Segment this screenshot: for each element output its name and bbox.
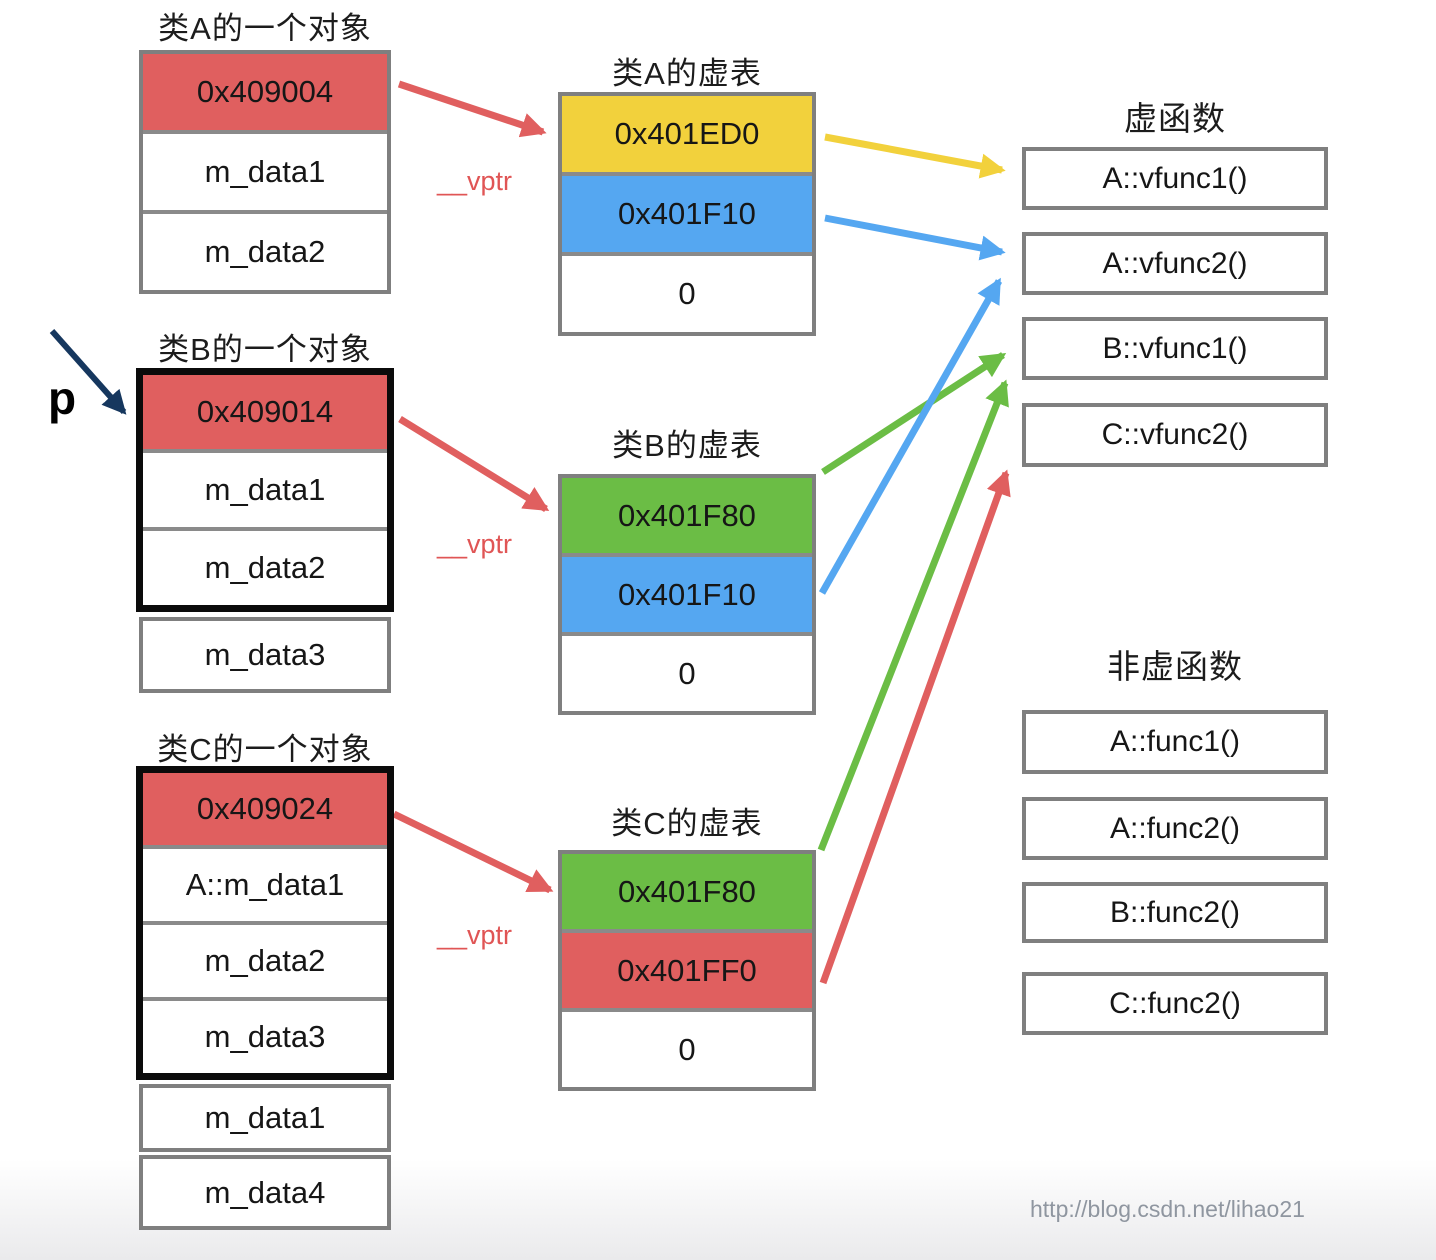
- vtable-c-box: 0x401F80 0x401FF0 0: [558, 850, 816, 1091]
- vtable-b-slot1-cell: 0x401F80: [562, 478, 812, 553]
- object-c-member-cell: m_data1: [143, 1088, 387, 1148]
- vtable-a-slot2-arrow: [824, 214, 1006, 261]
- nonvirtual-function-box: B::func2(): [1022, 882, 1328, 943]
- nonvirtual-function-box: A::func1(): [1022, 710, 1328, 774]
- vptr-label-a: __vptr: [437, 166, 513, 196]
- object-b-member-cell: m_data2: [143, 527, 387, 605]
- object-c-extra-box: m_data1: [139, 1084, 391, 1152]
- virtual-function-box: A::vfunc2(): [1022, 232, 1328, 295]
- vtable-b-slot2-cell: 0x401F10: [562, 553, 812, 632]
- object-a-member-cell: m_data2: [143, 210, 387, 290]
- nonvirtual-functions-title: 非虚函数: [1107, 648, 1243, 685]
- vtable-c-slot2-arrow: [819, 469, 1011, 985]
- object-b-title: 类B的一个对象: [158, 332, 372, 367]
- pointer-p-label: p: [48, 372, 77, 424]
- vtable-a-null-cell: 0: [562, 252, 812, 332]
- object-a-box: 0x409004 m_data1 m_data2: [139, 50, 391, 294]
- object-b-extra-box: m_data3: [139, 617, 391, 693]
- vptr-arrow-c: [392, 810, 554, 894]
- nonvirtual-function-box: A::func2(): [1022, 797, 1328, 860]
- vtable-a-box: 0x401ED0 0x401F10 0: [558, 92, 816, 336]
- virtual-function-box: B::vfunc1(): [1022, 317, 1328, 380]
- vptr-arrow-a: [397, 80, 547, 138]
- object-c-title: 类C的一个对象: [157, 732, 373, 767]
- object-c-member-cell: m_data2: [143, 921, 387, 997]
- object-c-member-cell: m_data4: [143, 1159, 387, 1226]
- object-c-extra-box: m_data4: [139, 1155, 391, 1230]
- virtual-functions-title: 虚函数: [1124, 100, 1226, 137]
- vptr-arrow-b: [398, 416, 550, 512]
- nonvirtual-function-box: C::func2(): [1022, 972, 1328, 1035]
- object-a-title: 类A的一个对象: [158, 11, 372, 46]
- object-b-box: 0x409014 m_data1 m_data2: [136, 368, 394, 612]
- object-c-member-cell: A::m_data1: [143, 845, 387, 921]
- object-c-box: 0x409024 A::m_data1 m_data2 m_data3: [136, 766, 394, 1080]
- vtable-c-slot1-arrow: [817, 379, 1009, 852]
- watermark: http://blog.csdn.net/lihao21: [1030, 1196, 1305, 1222]
- object-b-vptr-cell: 0x409014: [143, 375, 387, 449]
- vtable-c-title: 类C的虚表: [611, 806, 763, 841]
- vtable-a-slot1-cell: 0x401ED0: [562, 96, 812, 172]
- vtable-c-null-cell: 0: [562, 1008, 812, 1087]
- object-a-vptr-cell: 0x409004: [143, 54, 387, 130]
- vtable-b-box: 0x401F80 0x401F10 0: [558, 474, 816, 715]
- virtual-function-box: A::vfunc1(): [1022, 147, 1328, 210]
- vptr-label-b: __vptr: [437, 529, 513, 559]
- vtable-c-slot2-cell: 0x401FF0: [562, 929, 812, 1008]
- vtable-c-slot1-cell: 0x401F80: [562, 854, 812, 929]
- object-a-member-cell: m_data1: [143, 130, 387, 210]
- vtable-a-slot2-cell: 0x401F10: [562, 172, 812, 252]
- vtable-b-title: 类B的虚表: [612, 428, 762, 463]
- object-c-vptr-cell: 0x409024: [143, 773, 387, 845]
- vtable-b-slot2-arrow: [818, 277, 1003, 595]
- object-c-member-cell: m_data3: [143, 997, 387, 1073]
- object-b-member-cell: m_data1: [143, 449, 387, 527]
- vtable-b-null-cell: 0: [562, 632, 812, 711]
- object-b-member-cell: m_data3: [143, 621, 387, 689]
- virtual-function-box: C::vfunc2(): [1022, 403, 1328, 467]
- vtable-a-title: 类A的虚表: [612, 56, 762, 91]
- vtable-b-slot1-arrow: [821, 352, 1007, 475]
- vptr-label-c: __vptr: [437, 920, 513, 950]
- vtable-a-slot1-arrow: [824, 133, 1006, 179]
